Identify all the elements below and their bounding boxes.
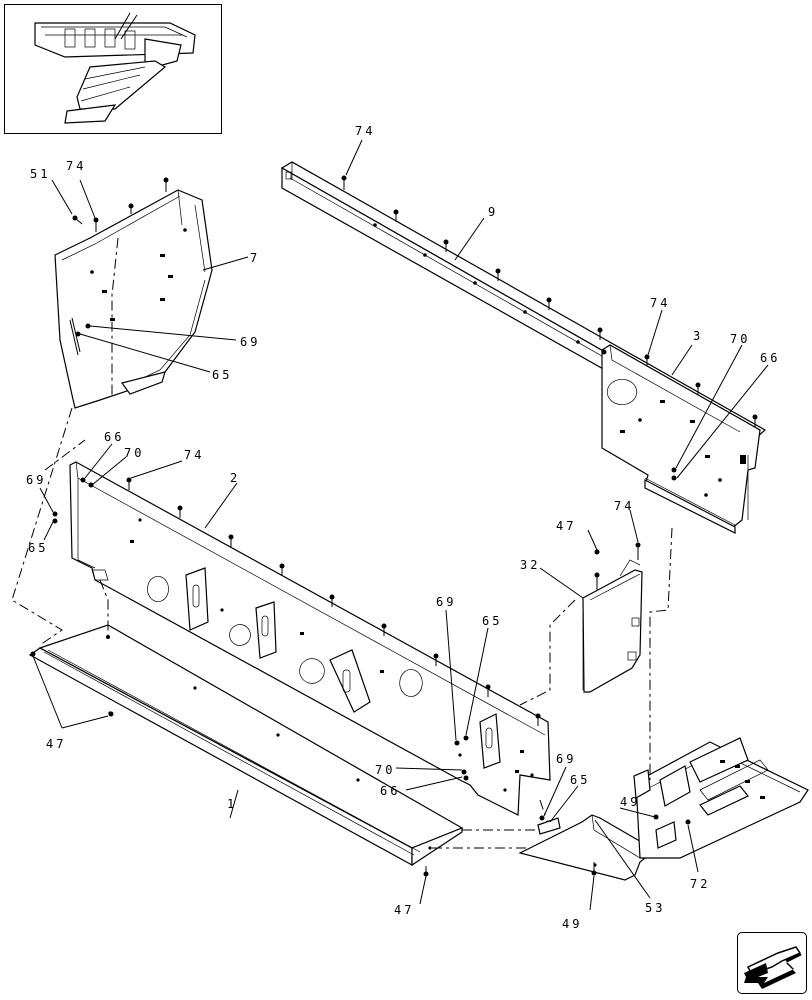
assembly-dash-lines [11, 237, 673, 849]
callout-65: 65 [28, 541, 48, 555]
panel-3 [601, 344, 761, 534]
bolts-panel-3 [601, 349, 677, 481]
callout-47: 47 [556, 519, 576, 533]
callout-labels: 51 74 7 69 65 74 9 74 3 70 66 66 70 74 2… [26, 124, 780, 931]
callout-72: 72 [690, 877, 710, 891]
plate-53 [518, 814, 657, 881]
callout-74: 74 [66, 159, 86, 173]
bolts-rail-9 [341, 175, 758, 428]
callout-65: 65 [212, 368, 232, 382]
callout-69: 69 [556, 752, 576, 766]
callout-47: 47 [46, 737, 66, 751]
navigation-arrow-button[interactable] [737, 932, 807, 994]
callout-69: 69 [240, 335, 260, 349]
weldment-72 [633, 737, 809, 859]
callout-65: 65 [482, 614, 502, 628]
callout-74: 74 [184, 448, 204, 462]
callout-66: 66 [104, 430, 124, 444]
callout-2: 2 [230, 471, 240, 485]
callout-9: 9 [488, 205, 498, 219]
bolts-panel-2 [52, 477, 541, 781]
callout-74: 74 [650, 296, 670, 310]
assembly-thumbnail [4, 4, 222, 134]
callout-47: 47 [394, 903, 414, 917]
callout-3: 3 [693, 329, 703, 343]
assembly-overview-icon [34, 12, 196, 124]
bracket-32 [582, 542, 643, 693]
callout-70: 70 [124, 446, 144, 460]
callout-65: 65 [570, 773, 590, 787]
callout-1: 1 [227, 797, 237, 811]
arrow-icon [744, 946, 802, 989]
callout-49: 49 [620, 795, 640, 809]
callout-53: 53 [645, 901, 665, 915]
callout-74: 74 [614, 499, 634, 513]
callout-7: 7 [250, 251, 260, 265]
callout-51: 51 [30, 167, 50, 181]
callout-69: 69 [26, 473, 46, 487]
callout-32: 32 [520, 558, 540, 572]
callout-74: 74 [355, 124, 375, 138]
callout-49: 49 [562, 917, 582, 931]
callout-69: 69 [436, 595, 456, 609]
callout-70: 70 [375, 763, 395, 777]
fasteners-bracket-7 [72, 177, 169, 337]
panel-2 [69, 461, 551, 816]
channel-1 [28, 624, 464, 877]
bracket-7 [54, 189, 213, 409]
callout-66: 66 [760, 351, 780, 365]
callout-66: 66 [380, 784, 400, 798]
callout-70: 70 [730, 332, 750, 346]
leader-lines [32, 139, 769, 911]
